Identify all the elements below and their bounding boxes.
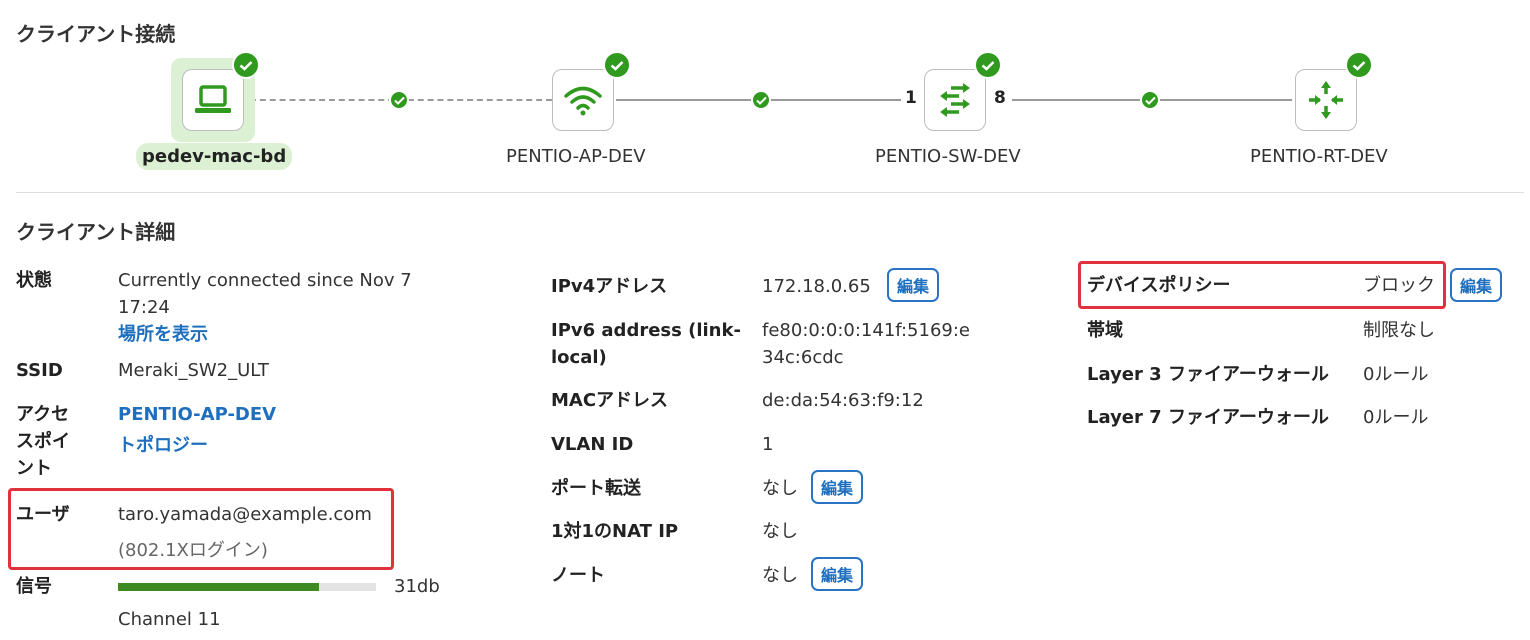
signal-value: 31db — [394, 576, 440, 597]
mac-label: MACアドレス — [551, 390, 669, 411]
user-highlight-box — [8, 488, 394, 570]
router-status-check-icon — [1345, 51, 1373, 79]
ipv6-label-line1: IPv6 address (link- — [551, 320, 741, 341]
access-point-label-line3: ント — [16, 458, 52, 479]
switch-port-right: 8 — [994, 88, 1006, 108]
port-forwarding-label: ポート転送 — [551, 478, 641, 499]
edit-device-policy-button[interactable]: 編集 — [1450, 268, 1503, 302]
ap-node-label[interactable]: PENTIO-AP-DEV — [506, 146, 646, 167]
client-node-label[interactable]: pedev-mac-bd — [136, 143, 293, 170]
ipv6-value-line2: 34c:6cdc — [762, 347, 844, 368]
details-title: クライアント詳細 — [16, 220, 176, 244]
layer7-firewall-value: 0ルール — [1363, 407, 1429, 428]
status-label: 状態 — [16, 270, 52, 291]
layer7-firewall-label: Layer 7 ファイアーウォール — [1087, 407, 1329, 428]
topology-link[interactable]: トポロジー — [118, 435, 208, 456]
access-point-label-line1: アクセ — [16, 404, 70, 425]
vlan-value: 1 — [762, 434, 774, 455]
router-node-label[interactable]: PENTIO-RT-DEV — [1250, 146, 1388, 167]
edit-ipv4-button[interactable]: 編集 — [887, 268, 940, 302]
device-policy-label: デバイスポリシー — [1087, 275, 1231, 296]
access-point-link[interactable]: PENTIO-AP-DEV — [118, 404, 277, 425]
switch-status-check-icon — [974, 51, 1002, 79]
show-location-link[interactable]: 場所を表示 — [118, 324, 208, 345]
mac-value: de:da:54:63:f9:12 — [762, 390, 924, 411]
router-icon — [1309, 81, 1343, 119]
wifi-icon — [564, 86, 602, 116]
edit-port-forwarding-button[interactable]: 編集 — [811, 470, 864, 504]
user-label: ユーザ — [16, 504, 70, 525]
signal-strength-fill — [118, 583, 320, 591]
channel-value: Channel 11 — [118, 609, 221, 630]
switch-node-label[interactable]: PENTIO-SW-DEV — [875, 146, 1021, 167]
bandwidth-label: 帯域 — [1087, 320, 1123, 341]
laptop-icon — [195, 85, 231, 113]
port-forwarding-value: なし — [762, 478, 798, 499]
link-status-check-icon — [1140, 90, 1160, 110]
ipv6-value-line1: fe80:0:0:0:141f:5169:e — [762, 320, 970, 341]
access-point-label-line2: スポイ — [16, 431, 70, 452]
ap-status-check-icon — [603, 51, 631, 79]
client-node[interactable] — [182, 69, 244, 131]
ipv6-label-line2: local) — [551, 347, 607, 368]
signal-label: 信号 — [16, 576, 52, 597]
link-status-check-icon — [751, 90, 771, 110]
connection-title: クライアント接続 — [16, 22, 176, 46]
nat-value: なし — [762, 521, 798, 542]
section-divider — [16, 192, 1524, 193]
ssid-label: SSID — [16, 360, 63, 381]
user-value: taro.yamada@example.com — [118, 504, 372, 525]
device-policy-value: ブロック — [1363, 275, 1435, 296]
status-value-line1: Currently connected since Nov 7 — [118, 270, 412, 291]
note-value: なし — [762, 565, 798, 586]
ipv4-label: IPv4アドレス — [551, 276, 668, 297]
ap-node[interactable] — [552, 69, 614, 131]
vlan-label: VLAN ID — [551, 434, 634, 455]
signal-strength-bar — [118, 583, 376, 591]
client-status-check-icon — [232, 51, 260, 79]
nat-label: 1対1のNAT IP — [551, 521, 679, 542]
layer3-firewall-label: Layer 3 ファイアーウォール — [1087, 364, 1329, 385]
status-value-line2: 17:24 — [118, 297, 170, 318]
ipv4-value: 172.18.0.65 — [762, 276, 871, 297]
policy-highlight-box — [1078, 261, 1446, 309]
user-login-method: (802.1Xログイン) — [118, 540, 268, 561]
bandwidth-value: 制限なし — [1363, 320, 1435, 341]
router-node[interactable] — [1295, 69, 1357, 131]
layer3-firewall-value: 0ルール — [1363, 364, 1429, 385]
ssid-value: Meraki_SW2_ULT — [118, 360, 269, 381]
switch-port-left: 1 — [905, 88, 917, 108]
switch-node[interactable] — [924, 69, 986, 131]
switch-icon — [940, 83, 970, 117]
note-label: ノート — [551, 565, 605, 586]
link-status-check-icon — [389, 90, 409, 110]
edit-note-button[interactable]: 編集 — [811, 557, 864, 591]
